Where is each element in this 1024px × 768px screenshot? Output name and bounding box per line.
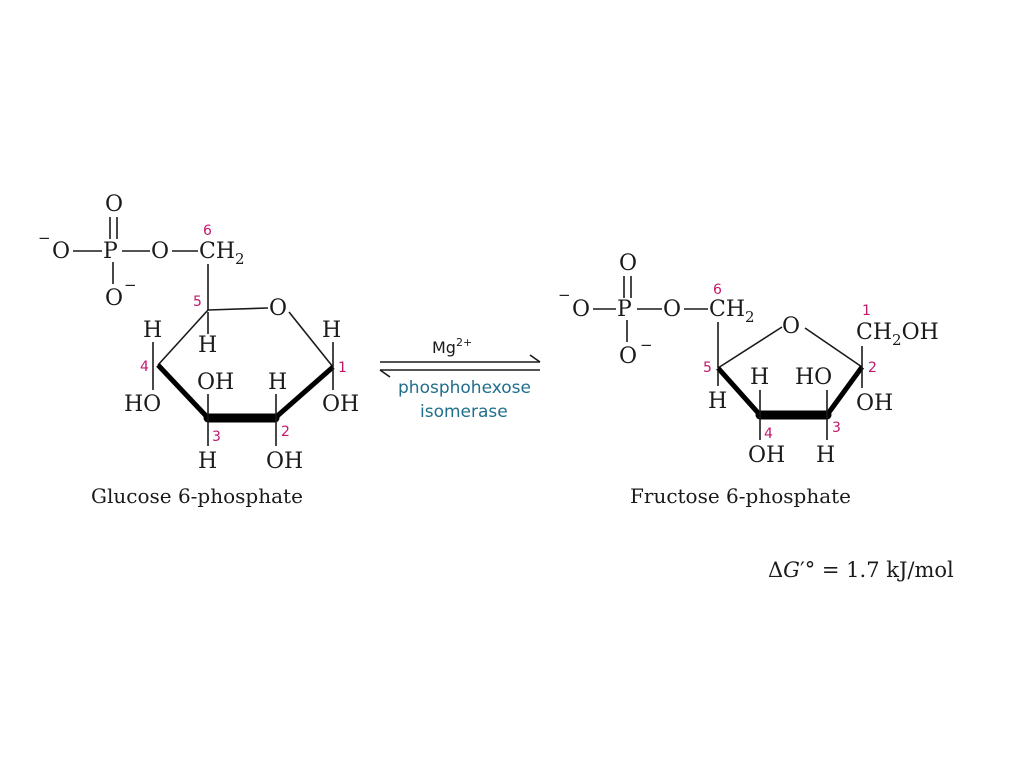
- f6p-c3-hydroxyl: HO: [795, 365, 832, 390]
- f6p-carbon-number-2: 2: [868, 360, 877, 376]
- glucose-6-phosphate-structure: O − O P O − O CH 2 6 O 5 H 4 H HO OH: [38, 192, 359, 508]
- g6p-c2-hydrogen: H: [268, 370, 287, 395]
- f6p-c4-hydrogen: H: [750, 365, 769, 390]
- f6p-carbon-number-6: 6: [713, 282, 722, 298]
- g6p-phosphorus: P: [103, 239, 118, 264]
- g6p-c3-hydrogen: H: [198, 449, 217, 474]
- f6p-c3-hydrogen: H: [816, 443, 835, 468]
- f6p-carbon-number-5: 5: [703, 360, 712, 376]
- reaction-arrows: Mg2+ phosphohexose isomerase: [379, 336, 541, 422]
- g6p-c1-hydrogen: H: [322, 318, 341, 343]
- f6p-phosphate-o-top: O: [619, 251, 637, 276]
- f6p-carbon-number-1: 1: [862, 303, 871, 319]
- f6p-charge-left: −: [558, 286, 571, 304]
- g6p-ch2-subscript: 2: [235, 250, 245, 268]
- f6p-c2-hydroxyl: OH: [856, 391, 893, 416]
- g6p-bridge-oxygen: O: [151, 239, 169, 264]
- f6p-c4-hydroxyl: OH: [748, 443, 785, 468]
- cofactor-mg: Mg2+: [432, 336, 472, 357]
- g6p-ring-oxygen: O: [269, 296, 287, 321]
- f6p-c5-hydrogen: H: [708, 389, 727, 414]
- g6p-phosphate-o-top: O: [105, 192, 123, 217]
- g6p-charge-left: −: [38, 229, 51, 247]
- f6p-ch2oh: CH2OH: [856, 320, 939, 349]
- g6p-c1-hydroxyl: OH: [322, 392, 359, 417]
- fructose-6-phosphate-label: Fructose 6-phosphate: [630, 484, 851, 508]
- g6p-carbon-number-2: 2: [281, 424, 290, 440]
- f6p-ch2-subscript: 2: [745, 308, 755, 326]
- g6p-carbon-number-4: 4: [140, 359, 149, 375]
- free-energy-change: ΔG′° = 1.7 kJ/mol: [768, 558, 954, 582]
- f6p-carbon-number-4: 4: [764, 426, 773, 442]
- g6p-charge-bottom: −: [124, 276, 137, 294]
- f6p-carbon-number-3: 3: [832, 420, 841, 436]
- g6p-carbon-number-1: 1: [338, 360, 347, 376]
- g6p-c2-hydroxyl: OH: [266, 449, 303, 474]
- g6p-phosphate-o-bottom: O: [105, 286, 123, 311]
- f6p-bridge-oxygen: O: [663, 297, 681, 322]
- enzyme-name-line1: phosphohexose: [398, 378, 531, 398]
- g6p-c5-hydrogen: H: [198, 333, 217, 358]
- fructose-6-phosphate-structure: O − O P O − O CH 2 6 O 5 H H 4 OH HO: [558, 251, 939, 508]
- f6p-phosphorus: P: [617, 297, 632, 322]
- g6p-carbon-number-6: 6: [203, 223, 212, 239]
- enzyme-name-line2: isomerase: [420, 402, 508, 422]
- g6p-carbon-number-5: 5: [193, 294, 202, 310]
- f6p-phosphate-o-left: O: [572, 297, 590, 322]
- g6p-phosphate-o-left: O: [52, 239, 70, 264]
- g6p-c4-hydroxyl: HO: [124, 392, 161, 417]
- f6p-ch: CH: [709, 297, 745, 322]
- g6p-carbon-number-3: 3: [212, 429, 221, 445]
- f6p-phosphate-o-bottom: O: [619, 344, 637, 369]
- g6p-c4-hydrogen: H: [143, 318, 162, 343]
- f6p-ring-oxygen: O: [782, 314, 800, 339]
- g6p-c3-hydroxyl: OH: [197, 370, 234, 395]
- f6p-charge-bottom: −: [640, 336, 653, 354]
- g6p-ch: CH: [199, 239, 235, 264]
- glucose-6-phosphate-label: Glucose 6-phosphate: [91, 484, 303, 508]
